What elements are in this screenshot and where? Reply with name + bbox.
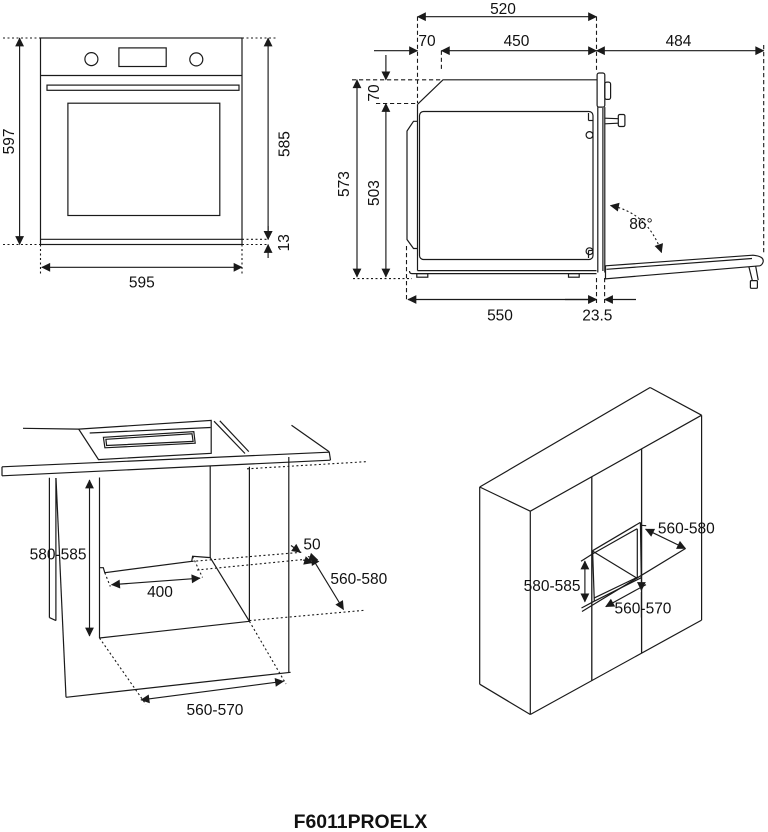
svg-text:70: 70: [366, 84, 383, 102]
svg-text:573: 573: [336, 171, 353, 197]
svg-text:580-585: 580-585: [524, 578, 581, 595]
svg-text:595: 595: [129, 274, 155, 291]
svg-text:550: 550: [487, 307, 513, 324]
svg-text:450: 450: [504, 33, 530, 50]
svg-text:50: 50: [303, 536, 321, 553]
svg-text:597: 597: [1, 128, 18, 154]
svg-text:520: 520: [490, 1, 516, 18]
svg-text:560-580: 560-580: [330, 571, 387, 588]
svg-text:560-580: 560-580: [658, 520, 715, 537]
svg-text:580-585: 580-585: [30, 546, 87, 563]
svg-text:560-570: 560-570: [187, 702, 244, 719]
svg-text:F6011PROELX: F6011PROELX: [294, 811, 428, 832]
svg-text:13: 13: [276, 234, 293, 251]
svg-text:400: 400: [147, 584, 173, 601]
svg-text:585: 585: [276, 131, 293, 157]
svg-text:560-570: 560-570: [615, 601, 672, 618]
svg-text:86°: 86°: [629, 216, 652, 233]
svg-text:23.5: 23.5: [582, 307, 612, 324]
svg-text:484: 484: [666, 33, 692, 50]
svg-text:503: 503: [366, 180, 383, 206]
svg-text:70: 70: [418, 33, 436, 50]
